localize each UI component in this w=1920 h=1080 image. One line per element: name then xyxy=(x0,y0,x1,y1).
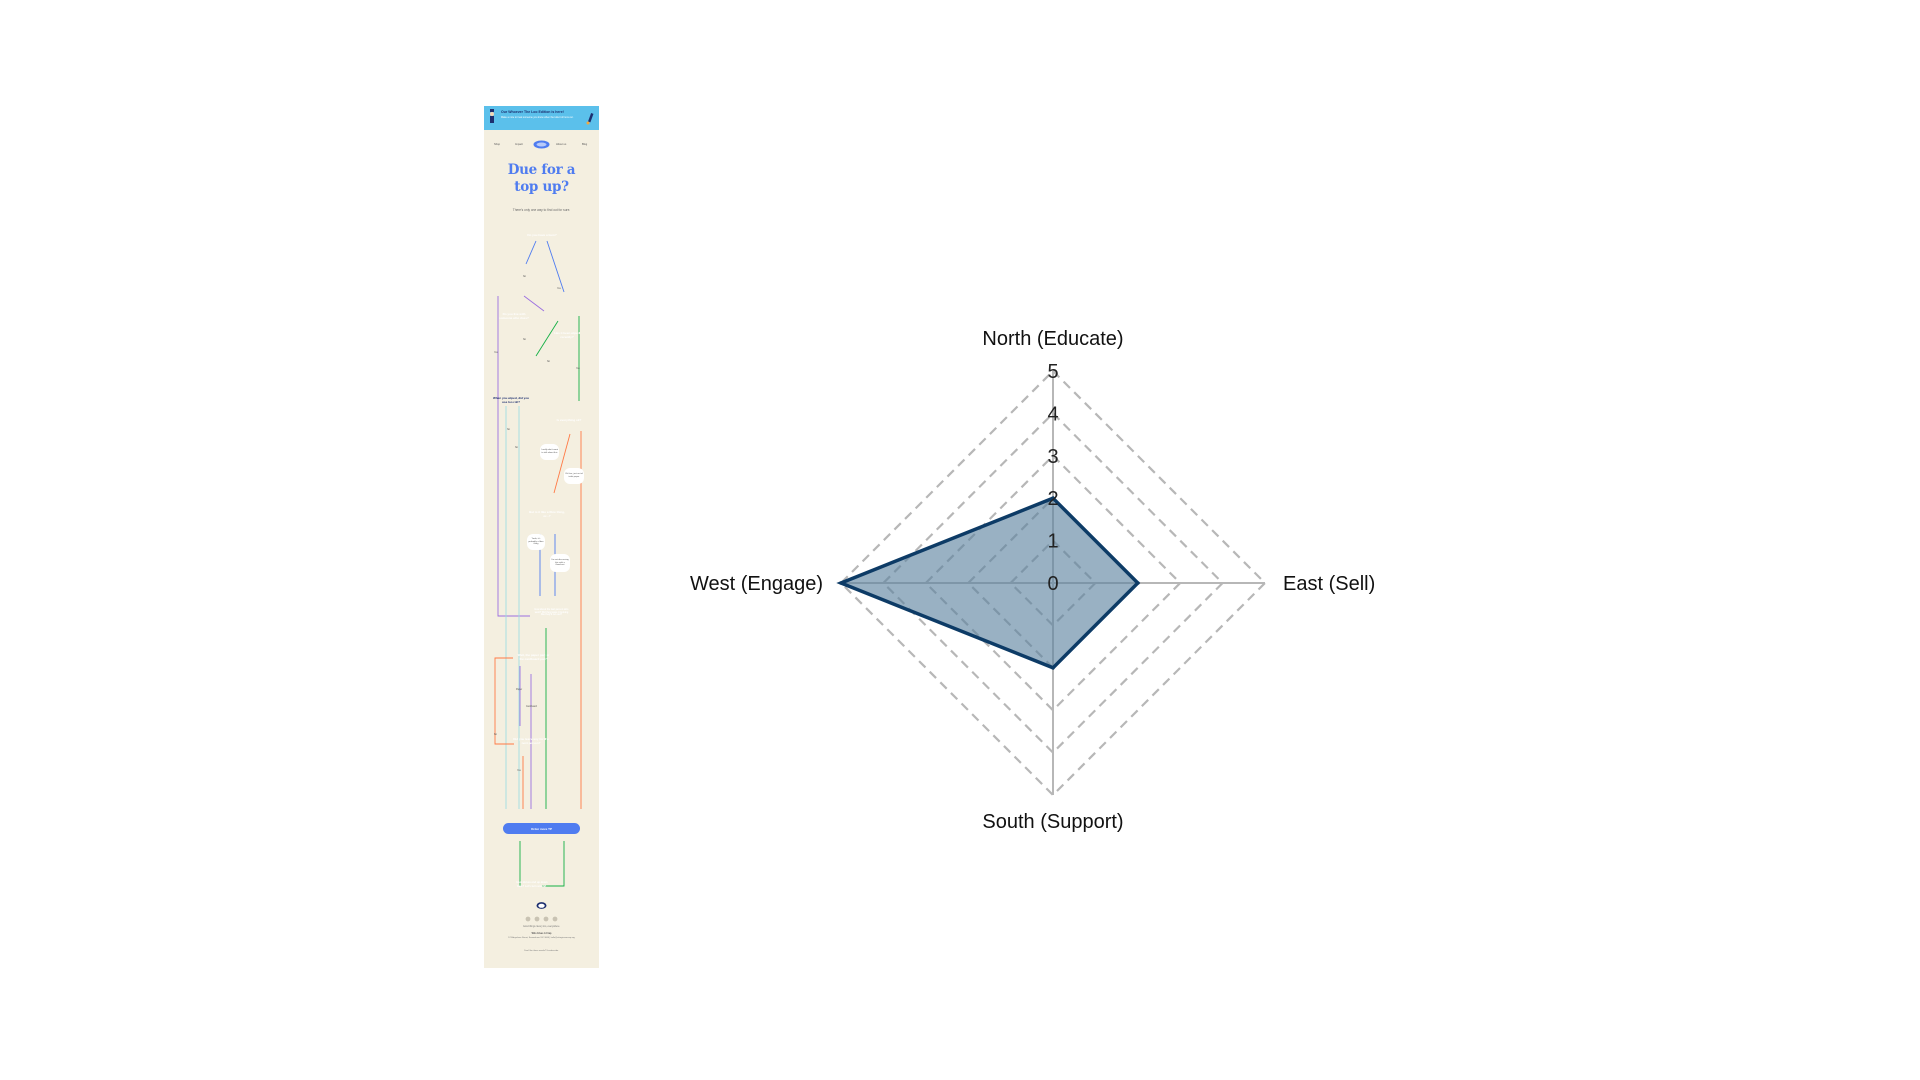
radar-chart: 0 1 2 3 4 5 North (Educate) East (Sell) South (S… xyxy=(690,328,1375,833)
data-point xyxy=(1051,666,1055,670)
radial-tick-label: 2 xyxy=(1047,488,1058,510)
flow-tag: Cardboard xyxy=(526,706,537,708)
node-text: Do you have a bum? xyxy=(527,233,557,238)
flow-node-wiped-recently: Has it been wiped recently? xyxy=(547,319,587,352)
flow-node-leave-any: Did you leave any for the next person? xyxy=(510,725,552,759)
flow-tag: Yes xyxy=(517,770,521,772)
cat-logo-icon xyxy=(536,902,547,909)
node-text: When you wiped, did you use loo roll? xyxy=(493,396,529,404)
subheadline: There's only one way to find out for sur… xyxy=(512,208,571,212)
flow-bubble: Oh fine, just out of toilet paper xyxy=(564,468,584,484)
nav-about[interactable]: About us xyxy=(556,143,567,146)
banner-subtitle: Make a note to treat someone you know wh… xyxy=(501,116,574,119)
flow-node-paper-or-cardboard: Wait, the paper part or the cardboard pa… xyxy=(513,641,554,675)
flow-tag: No xyxy=(547,361,550,363)
order-more-tp-button[interactable]: Order more TP xyxy=(503,823,580,834)
flow-bubble: I'm not discussing this with a flowchart xyxy=(550,554,570,572)
footer-tagline: Good things. Every loo, everywhere. xyxy=(522,926,561,928)
data-point xyxy=(839,581,843,585)
data-point xyxy=(1051,496,1055,500)
grid-ring xyxy=(881,411,1225,755)
axis-label: West (Engage) xyxy=(690,573,823,595)
pencil-icon xyxy=(586,113,594,125)
flow-node-live-with-someone: Do you live with someone who does? xyxy=(494,300,534,334)
node-text: Is everything ok? xyxy=(556,418,582,423)
flow-tag: Yes xyxy=(494,352,498,354)
flow-node-turn-around: How did we end up down here? Let's turn … xyxy=(511,868,553,902)
flow-node-used-loo-roll: When you wiped, did you use loo roll? xyxy=(490,384,532,418)
radar-series xyxy=(836,496,1141,670)
brand-logo-icon[interactable] xyxy=(533,140,550,149)
radial-tick-label: 4 xyxy=(1047,403,1058,425)
flow-tag: No xyxy=(515,447,518,449)
node-text: Did you leave any for the next person? xyxy=(513,737,549,745)
nav-impact[interactable]: Impact xyxy=(515,143,523,146)
axis-label: East (Sell) xyxy=(1283,573,1375,595)
top-nav: Shop Impact About us Blog xyxy=(484,140,599,150)
flow-node-have-a-bum: Do you have a bum? xyxy=(522,219,562,253)
series-area xyxy=(836,496,1141,670)
node-text: Has it been wiped recently? xyxy=(554,330,580,339)
flow-tag: No xyxy=(494,734,497,736)
flow-tag: Yes xyxy=(557,288,561,290)
footer-address: 123 Anywhere Street, Somewhere VIC 3000 … xyxy=(508,937,575,939)
promo-banner[interactable]: Our Whoever The Loo Edition is here! Mak… xyxy=(484,106,599,130)
radial-tick-label: 5 xyxy=(1047,361,1058,383)
nav-blog[interactable]: Blog xyxy=(582,143,588,146)
footer-brand: Who Gives A Crap xyxy=(531,933,552,935)
flow-node-last-person: How about the last person who went? Did … xyxy=(531,596,572,630)
node-text: How about the last person who went? Did … xyxy=(534,608,569,617)
node-text: Do you live with someone who does? xyxy=(499,312,529,320)
headline: Due for a top up? xyxy=(484,162,599,196)
headline-line-2: top up? xyxy=(514,179,569,195)
node-text: Wait, the paper part or the cardboard pa… xyxy=(517,653,550,661)
infographic-thumbnail: Our Whoever The Loo Edition is here! Mak… xyxy=(484,106,599,968)
node-text: How did we end up down here? Let's turn … xyxy=(516,881,548,888)
flow-bubble: I really don't want to talk about this xyxy=(540,444,559,460)
axis-label: South (Support) xyxy=(982,811,1123,833)
flow-tag: Yes xyxy=(576,368,580,370)
flow-tag: No xyxy=(523,276,526,278)
grid-ring xyxy=(839,369,1267,797)
flow-bubble: Yeah, it's probably a fibre thing xyxy=(527,534,545,550)
flow-tag: No xyxy=(507,429,510,431)
flowchart-connectors xyxy=(494,240,582,887)
axis-label: North (Educate) xyxy=(982,328,1123,350)
node-text: But is it like a fibre thing, or...? xyxy=(529,510,565,518)
radial-tick-label: 0 xyxy=(1047,573,1058,595)
social-icons[interactable] xyxy=(524,916,560,922)
footer-unsubscribe-link[interactable]: Don't like these emails? Unsubscribe. xyxy=(524,950,559,952)
flow-tag: No xyxy=(523,339,526,341)
data-point xyxy=(1136,581,1140,585)
flow-node-fibre-thing: But is it like a fibre thing, or...? xyxy=(527,498,567,532)
banner-title: Our Whoever The Loo Edition is here! xyxy=(501,110,564,114)
radial-tick-label: 3 xyxy=(1047,446,1058,468)
mascot-icon xyxy=(490,109,494,123)
flow-tag: Paper xyxy=(516,689,523,691)
headline-line-1: Due for a xyxy=(507,162,576,178)
nav-shop[interactable]: Shop xyxy=(494,143,501,146)
radar-labels: 0 1 2 3 4 5 North (Educate) East (Sell) South (S… xyxy=(690,328,1375,833)
radial-tick-label: 1 xyxy=(1047,531,1058,553)
flow-node-everything-ok: Is everything ok? xyxy=(549,404,589,438)
